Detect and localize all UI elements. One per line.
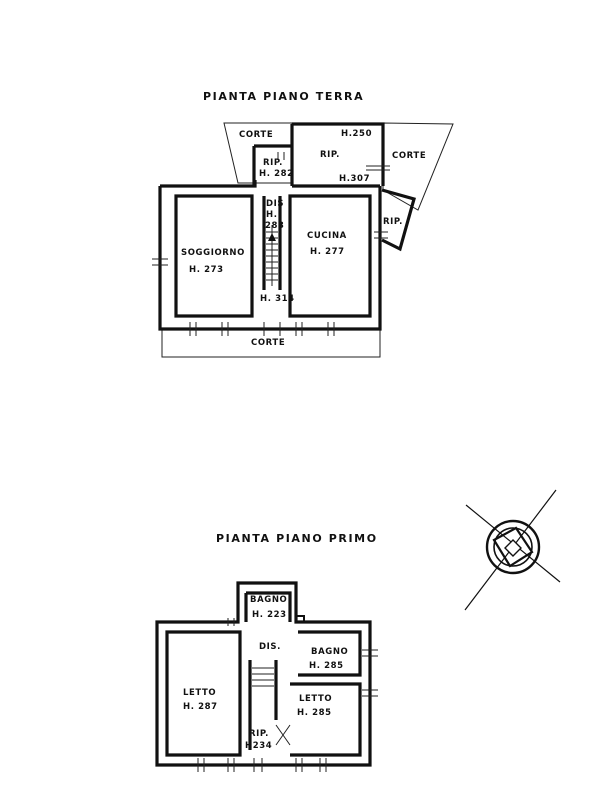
stair-treads <box>266 225 278 286</box>
corte-south-outline <box>161 329 381 358</box>
letto-west-walls <box>165 630 242 757</box>
rip-north-height-2: H.307 <box>339 174 370 184</box>
first-floor-plan: PIANTA PIANO PRIMO BAGNO H. 223 D <box>155 532 378 772</box>
rip-east-label: RIP. <box>383 217 403 227</box>
ground-windows <box>152 152 390 336</box>
corte-nw-label: CORTE <box>239 130 273 140</box>
dis-label: DIS <box>266 199 284 209</box>
bagno-n-walls <box>246 591 292 622</box>
rip-north-height: H.250 <box>341 129 372 139</box>
bagno-e-height: H. 285 <box>309 661 344 671</box>
rip-first-height: H234 <box>245 741 272 751</box>
ground-floor-title: PIANTA PIANO TERRA <box>203 90 364 103</box>
corte-south-label: CORTE <box>251 338 285 348</box>
first-floor-title: PIANTA PIANO PRIMO <box>216 532 378 545</box>
rip-north-label: RIP. <box>320 150 340 160</box>
north-arrow-icon <box>464 489 561 611</box>
letto-west-label: LETTO <box>183 688 216 698</box>
ground-floor-plan: PIANTA PIANO TERRA <box>152 90 454 358</box>
ground-outer-walls <box>158 186 382 331</box>
cucina-label: CUCINA <box>307 231 347 241</box>
corte-ne-label: CORTE <box>392 151 426 161</box>
cucina-height: H. 277 <box>310 247 345 257</box>
letto-east-height: H. 285 <box>297 708 332 718</box>
soggiorno-walls <box>174 194 254 318</box>
letto-east-label: LETTO <box>299 694 332 704</box>
rip-small-label: RIP. <box>263 158 283 168</box>
bagno-n-height: H. 223 <box>252 610 287 620</box>
cucina-walls <box>288 194 372 318</box>
stair-height: H. 314 <box>260 294 295 304</box>
dis-height-prefix: H. <box>266 210 278 220</box>
letto-west-height: H. 287 <box>183 702 218 712</box>
dis-first-label: DIS. <box>259 642 281 652</box>
corte-ne-outline <box>382 122 454 211</box>
rip-first-label: RIP. <box>249 729 269 739</box>
bagno-e-walls <box>298 630 362 677</box>
dis-height-value: 283 <box>265 221 285 231</box>
letto-east-walls <box>290 682 362 757</box>
bagno-e-label: BAGNO <box>311 647 348 657</box>
soggiorno-height: H. 273 <box>189 265 224 275</box>
bagno-n-label: BAGNO <box>250 595 287 605</box>
soggiorno-label: SOGGIORNO <box>181 248 245 258</box>
rip-east-walls <box>381 188 416 252</box>
first-stair-treads <box>252 667 291 746</box>
rip-small-height: H. 282 <box>259 169 294 179</box>
rip-north-walls <box>292 122 385 186</box>
first-windows <box>197 615 378 772</box>
